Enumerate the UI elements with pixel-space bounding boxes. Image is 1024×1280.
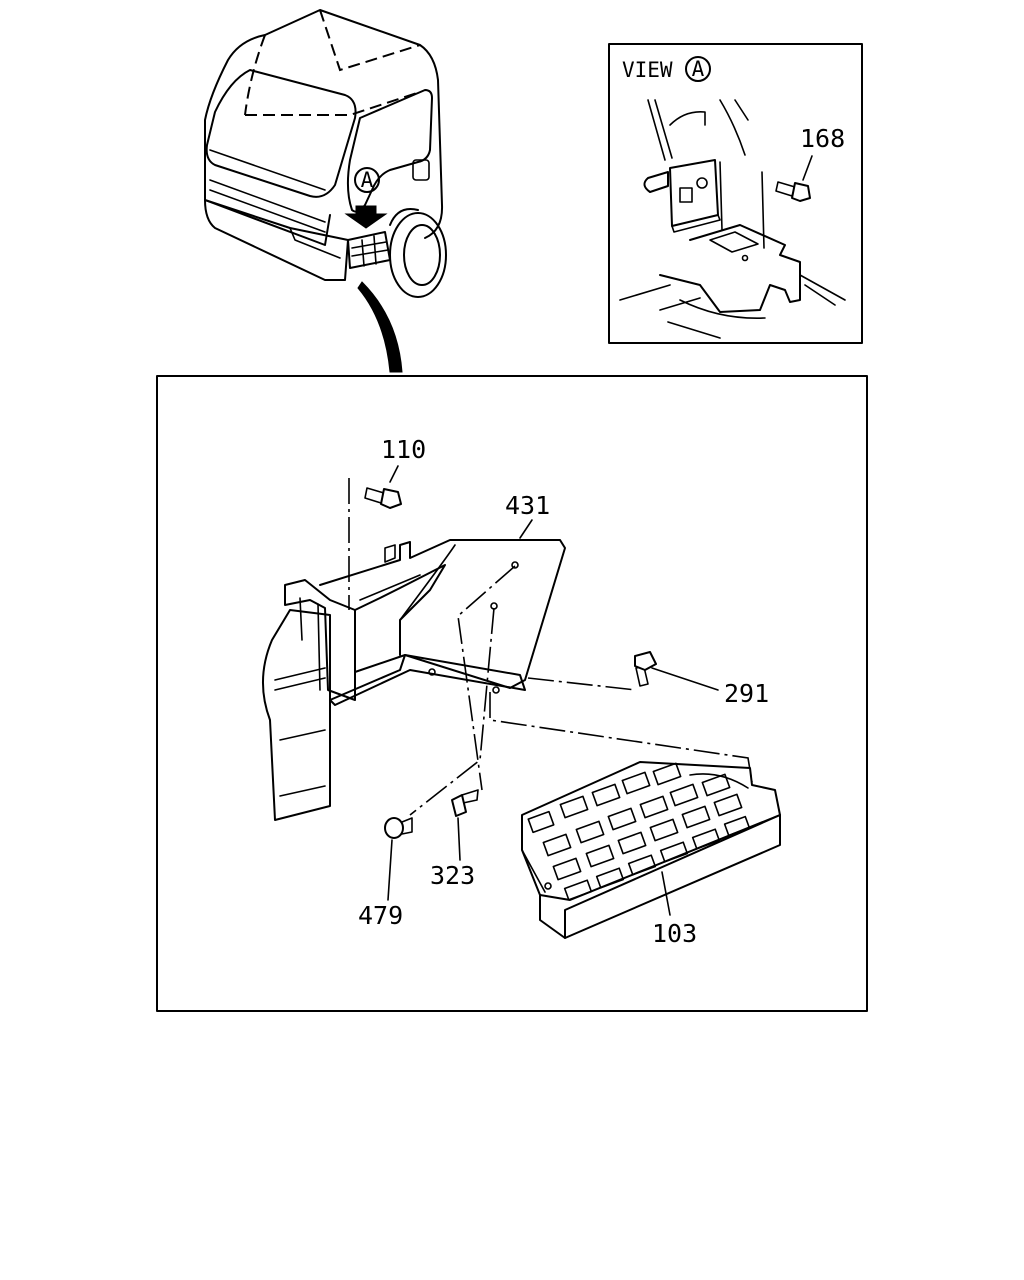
chain-line-323 xyxy=(457,565,516,791)
screw-323 xyxy=(451,789,479,861)
callout-431: 431 xyxy=(505,491,550,520)
callout-168: 168 xyxy=(800,124,845,153)
callout-479: 479 xyxy=(358,901,403,930)
step-bracket-431 xyxy=(262,519,566,821)
callout-291: 291 xyxy=(724,679,769,708)
cab-marker-label: A xyxy=(361,168,374,192)
detail-frame xyxy=(156,375,868,1012)
chain-line-479 xyxy=(409,607,495,816)
chain-line-103 xyxy=(489,692,753,783)
callout-323: 323 xyxy=(430,861,475,890)
bolt-168 xyxy=(775,181,811,202)
view-marker-label: A xyxy=(692,57,705,81)
bolt-110 xyxy=(348,465,402,610)
cab-marker-circle xyxy=(354,167,380,193)
callout-110: 110 xyxy=(381,435,426,464)
callout-103: 103 xyxy=(652,919,697,948)
truck-cab-overview: A xyxy=(204,9,447,373)
view-marker-circle xyxy=(685,56,711,82)
step-tread-103 xyxy=(521,761,781,939)
view-a-frame xyxy=(608,43,863,344)
view-label-prefix: VIEW xyxy=(622,58,673,82)
bolt-291 xyxy=(527,651,719,691)
clip-479 xyxy=(384,817,413,901)
view-a-inset: VIEW A 168 xyxy=(608,43,863,344)
